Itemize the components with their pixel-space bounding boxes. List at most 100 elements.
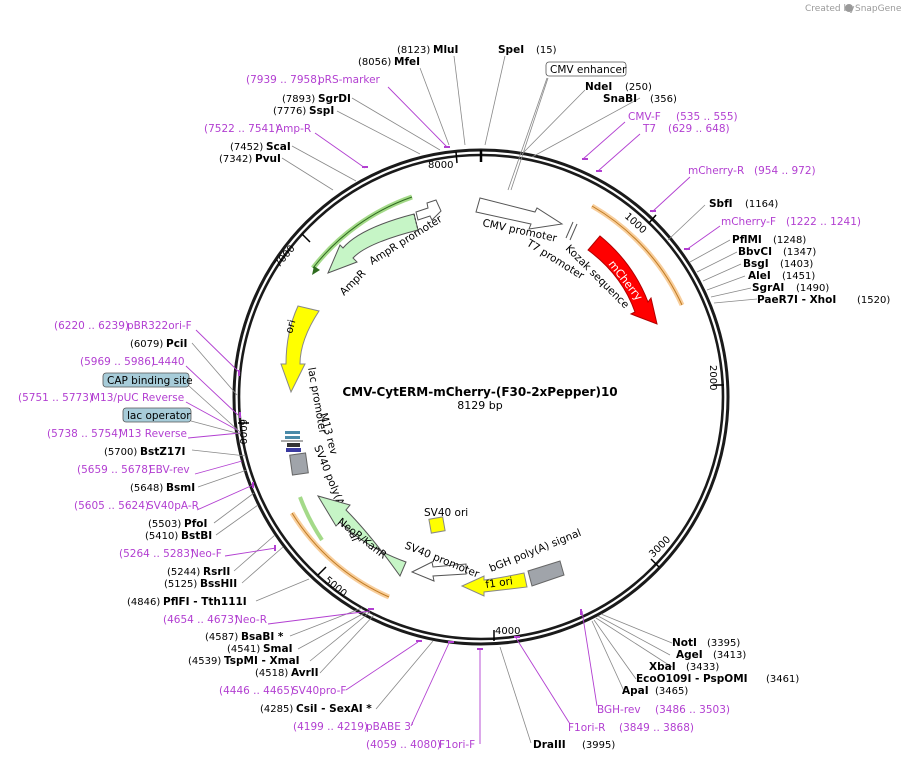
enzyme-paer7i-xhoi[interactable]: PaeR7I - XhoI(1520)	[757, 294, 890, 306]
primer-m13-puc-reverse[interactable]: (5751 .. 5773)M13/pUC Reverse	[18, 392, 184, 404]
enzyme-rsrii[interactable]: (5244)RsrII	[167, 566, 230, 578]
enzyme-scai[interactable]: (7452)ScaI	[230, 141, 291, 153]
svg-text:(7939 .. 7958): (7939 .. 7958)	[246, 74, 321, 86]
primer-l4440[interactable]: (5969 .. 5986)L4440	[80, 356, 185, 368]
svg-text:(5125): (5125)	[164, 579, 197, 590]
svg-text:pBABE 3': pBABE 3'	[366, 721, 414, 733]
enzyme-pvui[interactable]: (7342)PvuI	[219, 153, 281, 165]
enzyme-apai[interactable]: ApaI(3465)	[622, 685, 688, 697]
enzyme-snabi[interactable]: SnaBI(356)	[603, 93, 677, 105]
svg-text:CAP binding site: CAP binding site	[107, 375, 193, 387]
enzyme-spei[interactable]: SpeI(15)	[498, 44, 557, 56]
svg-text:F1ori-R: F1ori-R	[568, 722, 605, 734]
enzyme-pcii[interactable]: (6079)PciI	[130, 338, 187, 350]
tick-8000-mark	[455, 151, 458, 164]
svg-text:PfoI: PfoI	[184, 518, 207, 530]
svg-text:(5659 .. 5678): (5659 .. 5678)	[77, 464, 152, 476]
svg-text:(7452): (7452)	[230, 142, 263, 153]
primer-amp-r[interactable]: (7522 .. 7541)Amp-R	[204, 123, 311, 135]
primer-mcherry-r[interactable]: mCherry-R(954 .. 972)	[688, 165, 816, 177]
boxed-cmv-enhancer[interactable]: CMV enhancer	[545, 61, 627, 77]
boxed-cap-binding-site[interactable]: CAP binding site	[102, 372, 193, 388]
primer-sv40pa-r[interactable]: (5605 .. 5624)SV40pA-R	[74, 500, 199, 512]
feature-ori[interactable]: ori	[280, 305, 320, 394]
tick-6000: 6000	[237, 419, 248, 444]
snapgene-credit[interactable]: Created by SnapGene	[805, 4, 902, 14]
enzyme-bsshii[interactable]: (5125)BssHII	[164, 578, 237, 590]
svg-text:(4654 .. 4673): (4654 .. 4673)	[163, 614, 238, 626]
enzyme-avrii[interactable]: (4518)AvrII	[255, 667, 319, 679]
enzyme-ecoo109i-pspomi[interactable]: EcoO109I - PspOMI(3461)	[636, 673, 799, 685]
primer-m13-reverse[interactable]: (5738 .. 5754)M13 Reverse	[47, 428, 187, 440]
enzyme-mlui[interactable]: (8123)MluI	[397, 44, 458, 56]
neo-start-arc	[298, 496, 324, 542]
svg-text:(5751 .. 5773): (5751 .. 5773)	[18, 392, 93, 404]
primer-cmv-f[interactable]: CMV-F(535 .. 555)	[628, 111, 738, 123]
feature-lac-elements[interactable]	[281, 431, 303, 452]
feature-neor[interactable]: NeoR/KanR	[316, 495, 407, 578]
enzyme-bbvci[interactable]: BbvCI(1347)	[738, 246, 816, 258]
enzyme-bsmi[interactable]: (5648)BsmI	[130, 482, 195, 494]
enzyme-bsgi[interactable]: BsgI(1403)	[743, 258, 813, 270]
tick-4000: 4000	[495, 626, 520, 637]
svg-text:SmaI: SmaI	[263, 643, 293, 655]
feature-cmv-promoter[interactable]: CMV promoter	[475, 197, 564, 245]
svg-text:(5605 .. 5624): (5605 .. 5624)	[74, 500, 149, 512]
svg-text:F1ori-F: F1ori-F	[439, 739, 475, 751]
primer-mcherry-f[interactable]: mCherry-F(1222 .. 1241)	[721, 216, 861, 228]
enzyme-pfoi[interactable]: (5503)PfoI	[148, 518, 207, 530]
enzyme-sspi[interactable]: (7776)SspI	[273, 105, 334, 117]
feature-sv40-ori[interactable]: SV40 ori	[424, 507, 468, 534]
svg-text:(3433): (3433)	[686, 662, 719, 673]
primer-neo-f[interactable]: (5264 .. 5283)Neo-F	[119, 548, 222, 560]
enzyme-sbfi[interactable]: SbfI(1164)	[709, 198, 778, 210]
enzyme-noti[interactable]: NotI(3395)	[672, 637, 740, 649]
enzyme-bsabi[interactable]: (4587)BsaBI *	[205, 631, 284, 643]
enzyme-ndei[interactable]: NdeI(250)	[585, 81, 652, 93]
svg-text:pRS-marker: pRS-marker	[318, 74, 381, 86]
ampr-label: AmpR	[338, 267, 369, 298]
enzyme-agei[interactable]: AgeI(3413)	[676, 649, 746, 661]
enzyme-sgrai[interactable]: SgrAI(1490)	[752, 282, 829, 294]
enzyme-tspmi-xmai[interactable]: (4539)TspMI - XmaI	[188, 655, 300, 667]
boxed-lac-operator[interactable]: lac operator	[122, 407, 192, 423]
enzyme-csii-sexai[interactable]: (4285)CsiI - SexAI *	[260, 703, 372, 715]
enzyme-bstbi[interactable]: (5410)BstBI	[145, 530, 212, 542]
feature-f1-ori[interactable]: f1 ori	[460, 572, 528, 597]
primer-t7[interactable]: T7(629 .. 648)	[642, 123, 730, 135]
primer-neo-r[interactable]: (4654 .. 4673)Neo-R	[163, 614, 267, 626]
svg-text:(3461): (3461)	[766, 674, 799, 685]
feature-sv40-promoter[interactable]: SV40 promoter	[403, 540, 482, 582]
enzyme-pflmi[interactable]: PflMI(1248)	[732, 234, 806, 246]
primer-pbabe-3[interactable]: (4199 .. 4219)pBABE 3'	[293, 721, 414, 733]
primer-bgh-rev[interactable]: BGH-rev(3486 .. 3503)	[597, 704, 730, 716]
enzyme-xbai[interactable]: XbaI(3433)	[649, 661, 719, 673]
enzyme-pflfi-tth111i[interactable]: (4846)PflFI - Tth111I	[127, 596, 247, 608]
credit-text: Created by	[805, 4, 855, 14]
enzyme-smai[interactable]: (4541)SmaI	[227, 643, 293, 655]
svg-text:(1451): (1451)	[782, 271, 815, 282]
svg-text:(4846): (4846)	[127, 597, 160, 608]
svg-text:NotI: NotI	[672, 637, 697, 649]
svg-text:mCherry-R: mCherry-R	[688, 165, 744, 177]
primer-prs-marker[interactable]: (7939 .. 7958)pRS-marker	[246, 74, 381, 86]
svg-text:(4285): (4285)	[260, 704, 293, 715]
enzyme-bstz17i[interactable]: (5700)BstZ17I	[104, 446, 185, 458]
primer-f1ori-f[interactable]: (4059 .. 4080)F1ori-F	[366, 739, 475, 751]
enzyme-alei[interactable]: AleI(1451)	[748, 270, 815, 282]
enzyme-sgrdi[interactable]: (7893)SgrDI	[282, 93, 351, 105]
svg-text:(4446 .. 4465): (4446 .. 4465)	[219, 685, 294, 697]
svg-text:BsgI: BsgI	[743, 258, 769, 270]
enzyme-mfei[interactable]: (8056)MfeI	[358, 56, 420, 68]
svg-text:PciI: PciI	[166, 338, 187, 350]
enzyme-draiii[interactable]: DraIII(3995)	[533, 739, 615, 751]
primer-ebv-rev[interactable]: (5659 .. 5678)EBV-rev	[77, 464, 190, 476]
svg-text:SgrDI: SgrDI	[318, 93, 351, 105]
primer-labels: (7939 .. 7958)pRS-marker (7522 .. 7541)A…	[18, 74, 861, 751]
svg-text:NdeI: NdeI	[585, 81, 612, 93]
primer-pbr322ori-f[interactable]: (6220 .. 6239)pBR322ori-F	[54, 320, 192, 332]
primer-sv40pro-f[interactable]: (4446 .. 4465)SV40pro-F	[219, 685, 346, 697]
primer-f1ori-r[interactable]: F1ori-R(3849 .. 3868)	[568, 722, 694, 734]
feature-sv40-polya-box[interactable]	[289, 452, 309, 476]
